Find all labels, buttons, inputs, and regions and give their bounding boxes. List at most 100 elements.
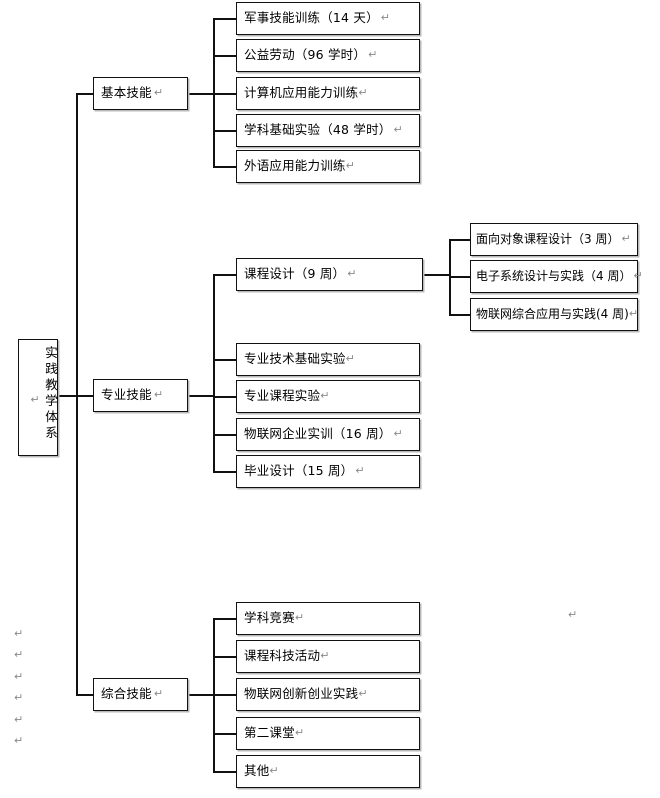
- edge-comprehensive-child-3: [213, 694, 237, 696]
- edge-trunk-to-major: [76, 395, 94, 397]
- node-coursedesign-child-electronic-system[interactable]: 电子系统设计与实践（4 周） ↵: [470, 260, 643, 293]
- node-label: 课程科技活动: [244, 648, 321, 664]
- pilcrow-mark: ↵: [355, 464, 365, 478]
- edge-coursedesign-child-3: [449, 314, 471, 316]
- paragraph-mark-3: ↵: [14, 670, 24, 683]
- node-comprehensive-child-others[interactable]: 其他 ↵: [236, 755, 420, 788]
- pilcrow-mark: ↵: [294, 611, 305, 625]
- pilcrow-mark: ↵: [153, 687, 164, 701]
- node-label: 物联网企业实训（16 周）: [244, 426, 392, 442]
- node-comprehensive-child-second-classroom[interactable]: 第二课堂 ↵: [236, 717, 420, 750]
- node-basic-child-foreign-language[interactable]: 外语应用能力训练 ↵: [236, 150, 420, 183]
- edge-coursedesign-child-2: [449, 276, 471, 278]
- node-basic-child-computer-application[interactable]: 计算机应用能力训练 ↵: [236, 77, 420, 110]
- node-basic-child-subject-basic-experiment[interactable]: 学科基础实验（48 学时） ↵: [236, 114, 420, 147]
- edge-coursedesign-out: [423, 274, 450, 276]
- edge-major-trunk: [213, 274, 215, 471]
- pilcrow-mark: ↵: [345, 352, 356, 366]
- paragraph-mark-right: ↵: [568, 608, 578, 621]
- paragraph-mark-4: ↵: [14, 691, 24, 704]
- pilcrow-mark: ↵: [358, 687, 368, 701]
- pilcrow-mark: ↵: [368, 48, 378, 62]
- node-major-child-tech-basic-experiment[interactable]: 专业技术基础实验 ↵: [236, 343, 420, 376]
- paragraph-mark-5: ↵: [14, 713, 24, 726]
- pilcrow-mark: ↵: [153, 388, 164, 402]
- node-label: 专业课程实验: [244, 388, 321, 404]
- pilcrow-mark: ↵: [393, 123, 403, 137]
- edge-basic-out: [188, 93, 214, 95]
- node-major-child-graduation-design[interactable]: 毕业设计（15 周） ↵: [236, 455, 420, 488]
- paragraph-mark-2: ↵: [14, 648, 24, 661]
- edge-main-trunk: [76, 93, 78, 695]
- edge-major-child-4: [213, 434, 237, 436]
- edge-basic-child-4: [213, 130, 237, 132]
- node-coursedesign-child-iot-comprehensive[interactable]: 物联网综合应用与实践(4 周) ↵: [470, 298, 638, 331]
- node-label: 其他: [244, 763, 270, 779]
- node-basic-child-military-training[interactable]: 军事技能训练（14 天） ↵: [236, 2, 420, 35]
- edge-basic-trunk: [213, 18, 215, 167]
- node-label: 毕业设计（15 周）: [244, 463, 354, 479]
- edge-basic-child-2: [213, 55, 237, 57]
- edge-basic-child-3: [213, 93, 237, 95]
- edge-major-child-3: [213, 396, 237, 398]
- paragraph-mark-6: ↵: [14, 734, 24, 747]
- node-label: 专业技术基础实验: [244, 351, 346, 367]
- node-major-child-course-experiment[interactable]: 专业课程实验 ↵: [236, 380, 420, 413]
- pilcrow-mark: ↵: [269, 764, 279, 778]
- node-label: 物联网综合应用与实践(4 周): [476, 306, 629, 321]
- edge-comprehensive-child-2: [213, 656, 237, 658]
- node-root-label: 实践教学体系: [43, 346, 58, 442]
- node-label: 专业技能: [101, 387, 152, 403]
- node-label: 学科基础实验（48 学时）: [244, 122, 392, 138]
- edge-basic-child-5: [213, 166, 237, 168]
- pilcrow-mark: ↵: [621, 232, 631, 246]
- edge-comprehensive-child-4: [213, 733, 237, 735]
- edge-comprehensive-child-5: [213, 771, 237, 773]
- node-label: 综合技能: [101, 686, 152, 702]
- edge-trunk-to-basic: [76, 93, 94, 95]
- node-label: 基本技能: [101, 85, 152, 101]
- node-label: 课程设计（9 周）: [244, 266, 346, 282]
- node-basic-skills[interactable]: 基本技能 ↵: [93, 77, 188, 110]
- pilcrow-mark: ↵: [345, 159, 356, 173]
- node-label: 公益劳动（96 学时）: [244, 47, 367, 63]
- node-major-child-course-design[interactable]: 课程设计（9 周） ↵: [236, 258, 423, 291]
- edge-basic-child-1: [213, 18, 237, 20]
- node-major-child-iot-enterprise-training[interactable]: 物联网企业实训（16 周） ↵: [236, 418, 420, 451]
- paragraph-mark-1: ↵: [14, 627, 24, 640]
- node-comprehensive-child-iot-innovation[interactable]: 物联网创新创业实践 ↵: [236, 678, 420, 711]
- pilcrow-mark: ↵: [633, 269, 643, 283]
- node-label: 学科竞赛: [244, 610, 295, 626]
- pilcrow-mark: ↵: [358, 86, 368, 100]
- pilcrow-mark: ↵: [294, 726, 305, 740]
- node-major-skills[interactable]: 专业技能 ↵: [93, 379, 188, 412]
- pilcrow-mark: ↵: [320, 649, 330, 663]
- node-label: 第二课堂: [244, 725, 295, 741]
- pilcrow-mark: ↵: [30, 393, 43, 407]
- node-label: 面向对象课程设计（3 周）: [476, 231, 620, 246]
- node-label: 计算机应用能力训练: [244, 85, 359, 101]
- node-label: 电子系统设计与实践（4 周）: [476, 268, 632, 283]
- edge-comprehensive-child-1: [213, 618, 237, 620]
- edge-coursedesign-child-1: [449, 239, 471, 241]
- edge-major-child-5: [213, 471, 237, 473]
- pilcrow-mark: ↵: [347, 267, 357, 281]
- node-coursedesign-child-oop-course-design[interactable]: 面向对象课程设计（3 周） ↵: [470, 223, 638, 256]
- edge-root-to-trunk: [58, 395, 78, 397]
- edge-major-child-1: [213, 274, 237, 276]
- node-root[interactable]: 实践教学体系 ↵: [18, 339, 58, 456]
- pilcrow-mark: ↵: [628, 307, 639, 321]
- edge-major-child-2: [213, 359, 237, 361]
- node-label: 物联网创新创业实践: [244, 686, 359, 702]
- edge-trunk-to-comprehensive: [76, 694, 94, 696]
- node-comprehensive-child-subject-competition[interactable]: 学科竞赛 ↵: [236, 602, 420, 635]
- edge-comprehensive-out: [188, 694, 214, 696]
- pilcrow-mark: ↵: [153, 86, 164, 100]
- edge-major-out: [188, 395, 214, 397]
- node-comprehensive-child-course-tech-activity[interactable]: 课程科技活动 ↵: [236, 640, 420, 673]
- pilcrow-mark: ↵: [393, 427, 403, 441]
- node-basic-child-public-labor[interactable]: 公益劳动（96 学时） ↵: [236, 39, 420, 72]
- node-comprehensive-skills[interactable]: 综合技能 ↵: [93, 678, 188, 711]
- pilcrow-mark: ↵: [380, 11, 391, 25]
